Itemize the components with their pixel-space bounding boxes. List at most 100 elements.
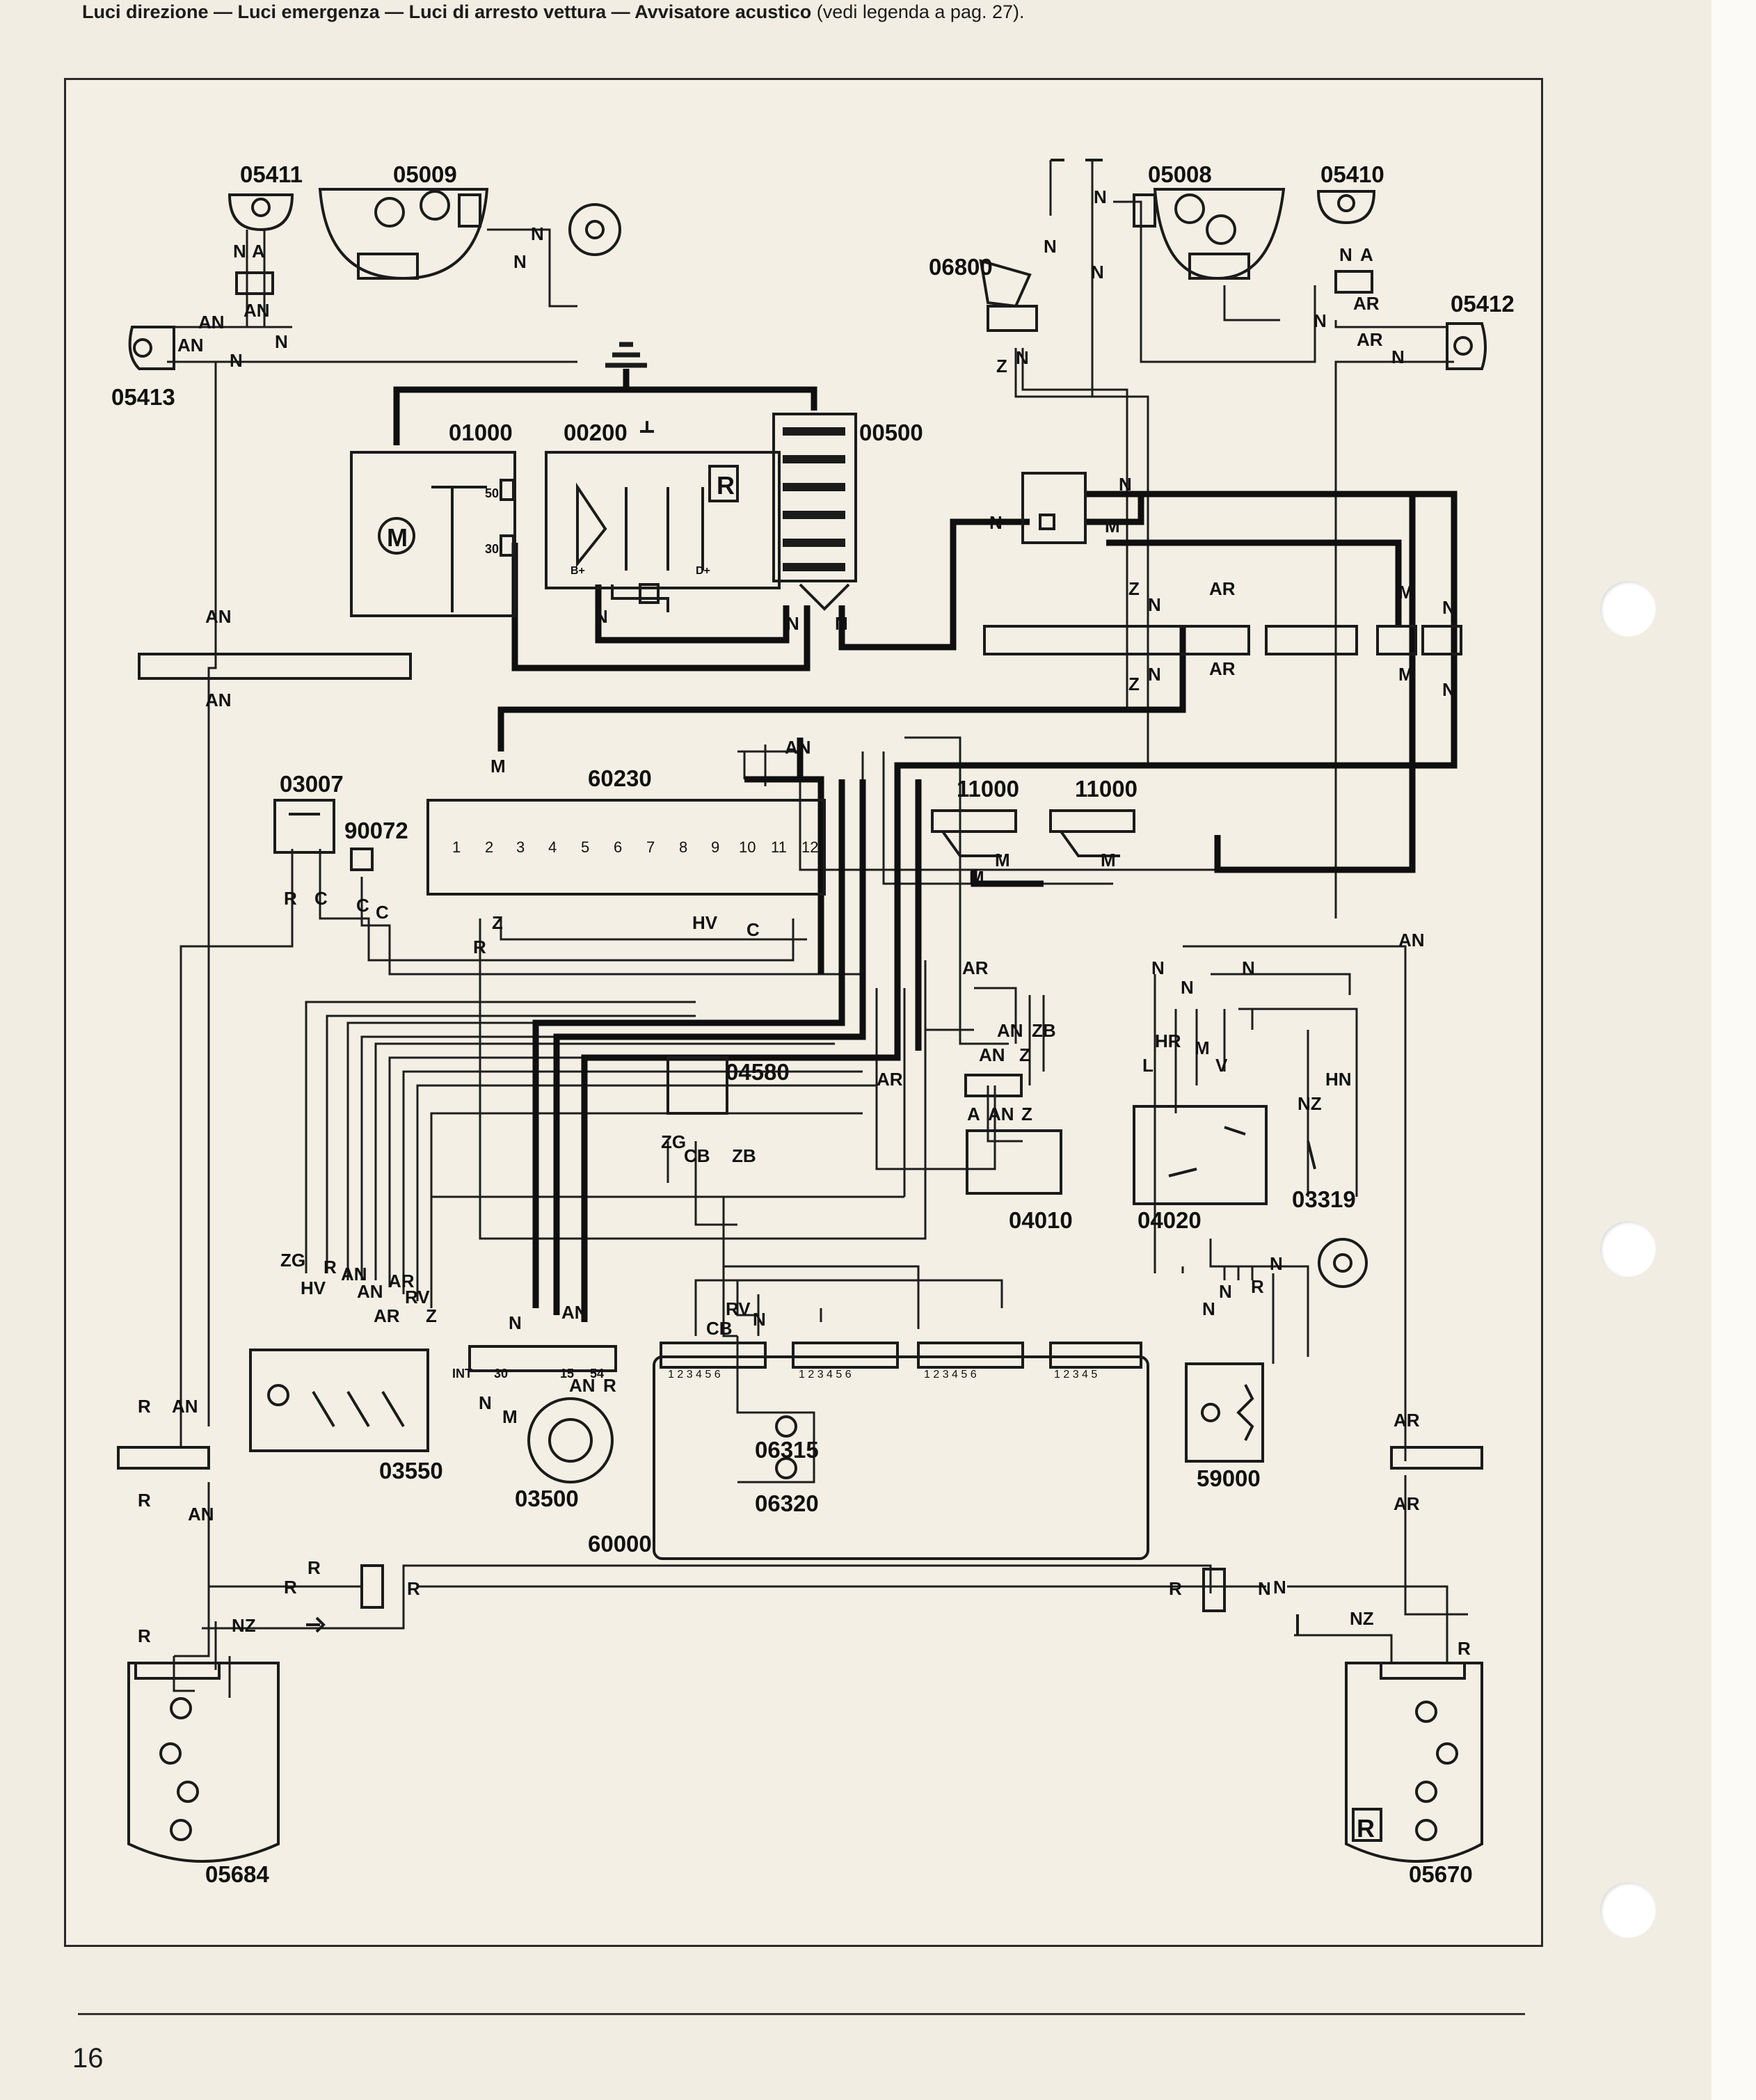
wire-code: M [490,756,506,777]
wire-code: Z [426,1305,437,1326]
fuse-11: 11 [771,838,787,856]
wire-code: N [1181,977,1194,998]
wire-code: HR [1155,1031,1181,1051]
ignition-int-label: INT [452,1367,472,1381]
wire-code: AR [1209,578,1236,599]
wire-code: C [314,888,328,909]
wire-code: Z [1128,578,1140,599]
label-04010: 04010 [1009,1207,1073,1233]
binder-hole [1600,581,1656,637]
wire-code: N [1219,1281,1232,1302]
wire-code: AN [244,300,270,321]
wire-code: N [1094,186,1107,207]
wire-code: R [473,937,486,957]
pins-block-1: 1 2 3 4 5 6 [668,1369,721,1381]
wire-code: R [407,1578,420,1599]
wire-code: Z [996,356,1007,376]
wire-code: AN [561,1302,588,1323]
caption-title: Luci direzione — Luci emergenza — Luci d… [82,1,812,22]
component-graphics [117,159,1487,1863]
wire-code: AN [988,1104,1014,1124]
wire-code: N [513,251,527,272]
wire-code: N [1242,957,1255,978]
wire-code: AN [205,690,232,710]
wire-code: Z [492,912,503,933]
wire-code: M [1195,1037,1210,1058]
wire-code: R [324,1257,337,1278]
wire-code: NZ [1298,1093,1322,1114]
label-05009: 05009 [393,161,457,187]
label-05684: 05684 [205,1861,269,1887]
fuse-2: 2 [485,838,493,856]
wire-code: AN [341,1264,367,1284]
wire-code: AR [388,1271,415,1291]
wire-code: R [138,1490,151,1511]
label-05411: 05411 [240,161,303,187]
wire-code: M [1101,850,1116,870]
fuse-7: 7 [646,838,655,856]
label-06320: 06320 [755,1490,819,1516]
ignition-54-label: 54 [590,1367,604,1381]
wire-code: HN [1325,1069,1352,1090]
label-03500: 03500 [515,1486,579,1511]
wire-code: N [1273,1577,1286,1598]
label-90072: 90072 [344,818,408,843]
alternator-d-plus: D+ [696,565,710,577]
wire-code: R [1458,1638,1471,1659]
fuse-10: 10 [739,838,756,856]
wire-code: AN [198,312,225,333]
wire-code: N [1270,1253,1283,1274]
motor-symbol: M [387,523,408,552]
component-labels: 05411 05009 05008 05410 05413 05412 0680… [111,161,1515,1887]
alternator-b-plus: B+ [570,565,585,577]
caption-legend-note: (vedi legenda a pag. 27). [811,1,1025,22]
wire-code: N [1442,679,1455,700]
label-59000: 59000 [1197,1465,1261,1491]
wire-code: N [1258,1578,1271,1599]
wire-code: R [138,1396,151,1417]
wire-code: N [786,613,799,634]
wire-code: M [995,850,1010,870]
label-03550: 03550 [379,1458,443,1483]
wire-code: AR [1357,329,1383,350]
wire-code: N [275,331,288,352]
label-06315: 06315 [755,1437,819,1463]
wire-code: A [1360,244,1373,265]
label-05008: 05008 [1148,161,1212,187]
label-05410: 05410 [1320,161,1384,187]
wire-code: N [531,223,544,244]
wire-code: R [284,1577,297,1598]
pins-block-4: 1 2 3 4 5 [1054,1369,1097,1381]
wire-code: AR [1353,293,1380,314]
label-04020: 04020 [1138,1207,1202,1233]
label-00200: 00200 [564,420,628,445]
binder-hole [1600,1221,1656,1277]
page-margin [1711,0,1756,2100]
wire-code: R [1251,1276,1264,1297]
wire-code: RV [405,1287,430,1307]
label-05670: 05670 [1409,1861,1473,1887]
wire-code: ZB [732,1145,756,1166]
wire-code: HV [692,912,718,933]
terminal-50: 50 [485,486,499,500]
label-01000: 01000 [449,420,513,445]
wire-code: L [1142,1055,1154,1076]
thin-wires [167,160,1468,1698]
wire-code: N [479,1392,492,1413]
fuse-3: 3 [516,838,525,856]
wire-code: M [1398,582,1414,603]
wire-code: AR [374,1305,400,1326]
wire-code: M [969,867,984,888]
label-04580: 04580 [726,1059,790,1085]
wire-code: AN [785,737,811,758]
wire-code: M [1398,664,1414,685]
label-03007: 03007 [280,771,344,797]
wire-code: Z [1021,1104,1032,1124]
wire-code: AN [997,1020,1023,1041]
wire-code: R [603,1375,616,1396]
wire-code: AN [1398,930,1425,950]
label-11000-a: 11000 [957,776,1019,802]
wire-code: AR [877,1069,903,1090]
cluster-connector-pins: 1 2 3 4 5 6 1 2 3 4 5 6 1 2 3 4 5 6 1 2 … [668,1369,1097,1381]
wire-code: AN [569,1375,596,1396]
